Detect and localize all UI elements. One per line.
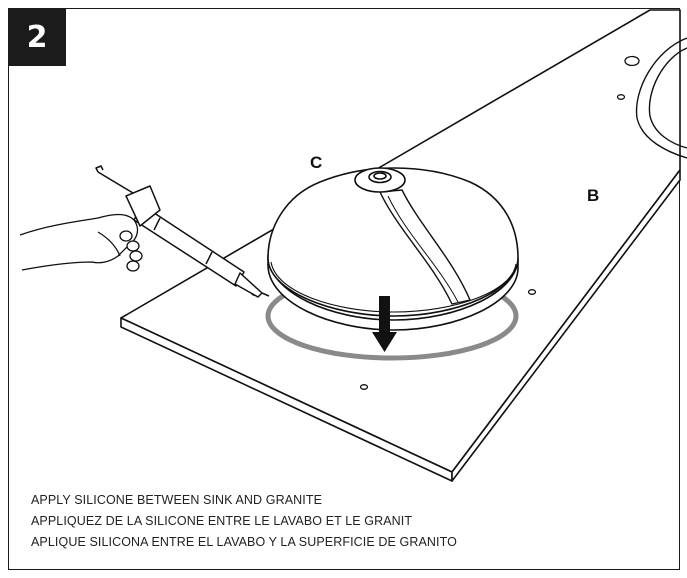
caulk-gun [95,165,270,298]
faucet-hole [624,55,640,67]
mounting-hole [616,94,626,100]
callout-sink-label: C [310,153,322,172]
step-number-badge: 2 [8,8,66,66]
hand [19,213,143,272]
down-arrow-icon [372,296,397,352]
instruction-text: APPLY SILICONE BETWEEN SINK AND GRANITE … [31,490,661,553]
second-sink-basin [635,37,687,159]
sink-bowl [267,167,519,331]
instruction-spanish: APLIQUE SILICONA ENTRE EL LAVABO Y LA SU… [31,535,457,549]
instruction-english: APPLY SILICONE BETWEEN SINK AND GRANITE [31,493,323,507]
instruction-french: APPLIQUEZ DE LA SILICONE ENTRE LE LAVABO… [31,514,413,528]
mounting-hole [527,289,537,295]
mounting-hole [359,384,369,390]
callout-countertop-label: B [587,186,599,205]
